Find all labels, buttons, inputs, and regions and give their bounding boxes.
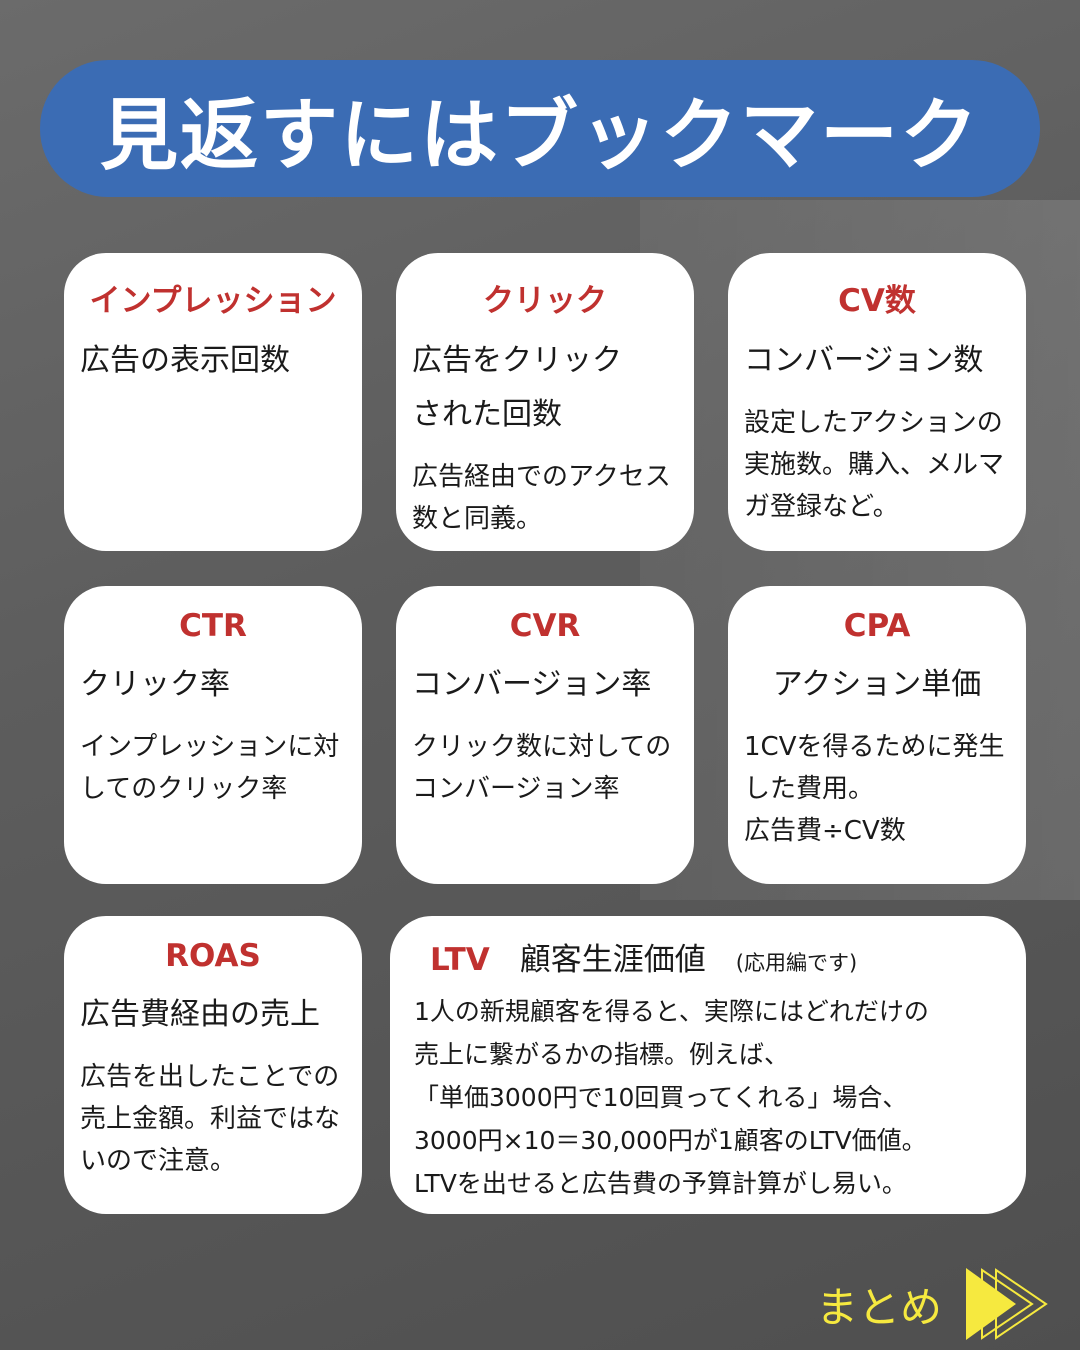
card-cv: CV数 コンバージョン数 設定したアクションの実施数。購入、メルマガ登録など。: [728, 253, 1026, 551]
card-term: CV数: [838, 283, 916, 319]
triple-play-arrow-icon: [966, 1268, 1048, 1340]
card-term: CTR: [179, 608, 247, 644]
page-title: 見返すにはブックマーク: [99, 90, 980, 181]
card-cpa: CPA アクション単価 1CVを得るために発生した費用。 広告費÷CV数: [728, 586, 1026, 884]
card-subtitle: 広告の表示回数: [80, 343, 290, 378]
card-ctr: CTR クリック率 インプレッションに対してのクリック率: [64, 586, 362, 884]
card-description: 広告経由でのアクセス数と同義。: [412, 462, 671, 534]
card-click: クリック 広告をクリックされた回数 広告経由でのアクセス数と同義。: [396, 253, 694, 551]
card-term: LTV: [430, 942, 490, 978]
card-roas: ROAS 広告費経由の売上 広告を出したことでの売上金額。利益ではないので注意。: [64, 916, 362, 1214]
card-note: (応用編です): [735, 951, 858, 975]
card-description: 1CVを得るために発生した費用。: [744, 732, 1005, 804]
ltv-line: LTVを出せると広告費の予算計算がし易い。: [414, 1169, 907, 1198]
next-label: まとめ: [816, 1282, 943, 1332]
card-subtitle: アクション単価: [772, 667, 982, 702]
title-banner: 見返すにはブックマーク: [40, 60, 1040, 197]
ltv-line: 「単価3000円で10回買ってくれる」場合、: [414, 1083, 908, 1112]
card-term: クリック: [483, 283, 607, 319]
card-term: ROAS: [165, 938, 261, 974]
card-formula: 広告費÷CV数: [744, 816, 906, 846]
card-subtitle: クリック率: [80, 667, 230, 702]
card-ltv: LTV 顧客生涯価値 (応用編です) 1人の新規顧客を得ると、実際にはどれだけの…: [390, 916, 1026, 1214]
card-term: CPA: [843, 608, 911, 644]
card-description: 広告を出したことでの売上金額。利益ではないので注意。: [80, 1062, 341, 1176]
card-description: 設定したアクションの実施数。購入、メルマガ登録など。: [744, 408, 1005, 522]
card-description: インプレッションに対してのクリック率: [80, 732, 340, 804]
card-subtitle: 顧客生涯価値: [519, 942, 706, 978]
card-subtitle: コンバージョン数: [744, 343, 984, 378]
ltv-line: 売上に繋がるかの指標。例えば、: [414, 1040, 790, 1069]
card-cvr: CVR コンバージョン率 クリック数に対してのコンバージョン率: [396, 586, 694, 884]
ltv-line: 3000円×10＝30,000円が1顧客のLTV価値。: [414, 1126, 927, 1155]
card-subtitle: コンバージョン率: [412, 667, 652, 702]
card-impression: インプレッション 広告の表示回数: [64, 253, 362, 551]
next-summary-link[interactable]: まとめ: [816, 1268, 1048, 1340]
card-subtitle: 広告をクリックされた回数: [412, 343, 622, 432]
card-term: CVR: [509, 608, 581, 644]
ltv-line: 1人の新規顧客を得ると、実際にはどれだけの: [414, 997, 929, 1026]
card-term: インプレッション: [89, 283, 337, 319]
card-subtitle: 広告費経由の売上: [80, 997, 320, 1032]
card-description: クリック数に対してのコンバージョン率: [412, 732, 672, 804]
